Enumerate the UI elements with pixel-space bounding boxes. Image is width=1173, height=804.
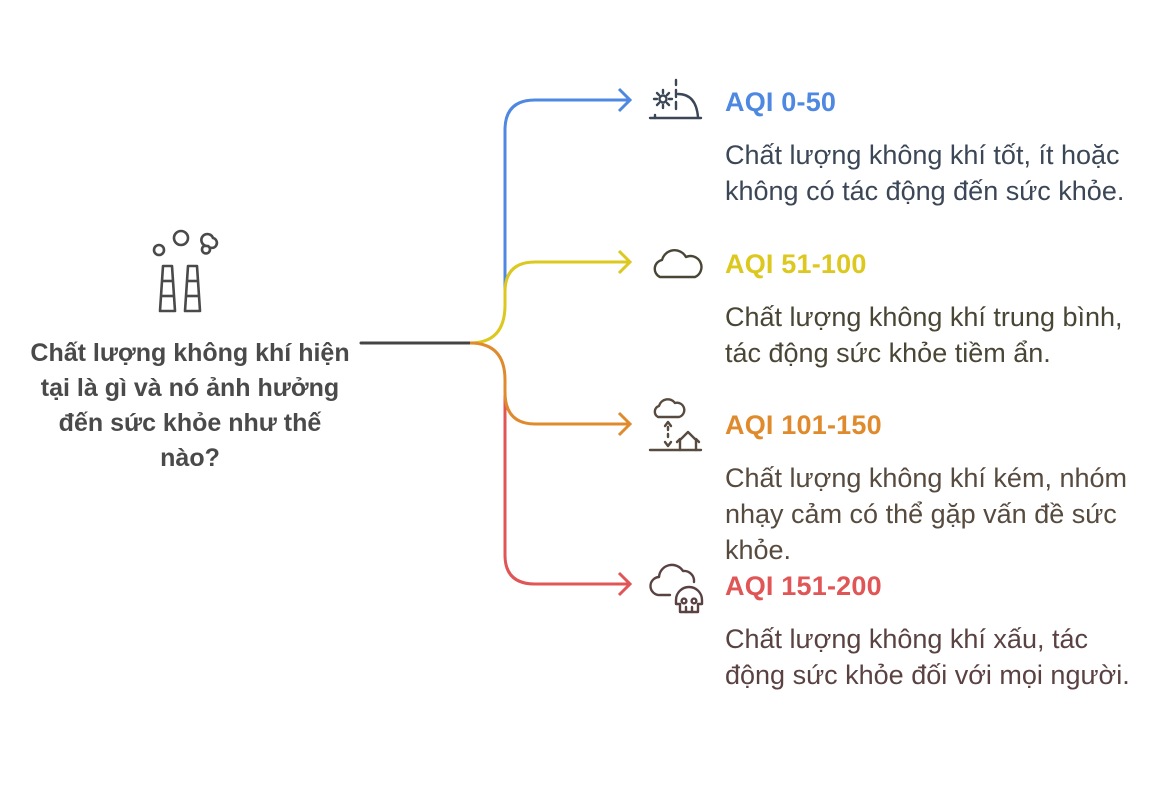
connector-aqi-51-100	[469, 260, 630, 345]
branch-description-aqi-51-100: Chất lượng không khí trung bình, tác độn…	[725, 302, 1123, 368]
branch-description-aqi-0-50: Chất lượng không khí tốt, ít hoặc không …	[725, 140, 1125, 206]
cloud-icon	[648, 244, 704, 296]
branch-title-aqi-101-150: AQI 101-150	[725, 410, 882, 440]
arrow-head-icon	[617, 87, 633, 113]
branch-title-aqi-51-100: AQI 51-100	[725, 249, 867, 279]
arrow-head-icon	[617, 571, 633, 597]
sunrise-icon	[648, 77, 704, 129]
arrow-head-icon	[617, 249, 633, 275]
cloud-skull-icon	[648, 558, 704, 618]
factory-smokestacks-icon	[150, 228, 230, 318]
arrow-head-icon	[617, 411, 633, 437]
branch-title-aqi-0-50: AQI 0-50	[725, 87, 837, 117]
connector-aqi-151-200	[503, 395, 630, 586]
cloud-house-exchange-icon	[648, 396, 704, 454]
central-question: Chất lượng không khí hiện tại là gì và n…	[30, 339, 350, 472]
branch-description-aqi-151-200: Chất lượng không khí xấu, tác động sức k…	[725, 624, 1130, 690]
connector-aqi-101-150	[469, 341, 630, 426]
connector-aqi-0-50	[503, 98, 630, 290]
branch-description-aqi-101-150: Chất lượng không khí kém, nhóm nhạy cảm …	[725, 463, 1127, 565]
branch-title-aqi-151-200: AQI 151-200	[725, 571, 882, 601]
